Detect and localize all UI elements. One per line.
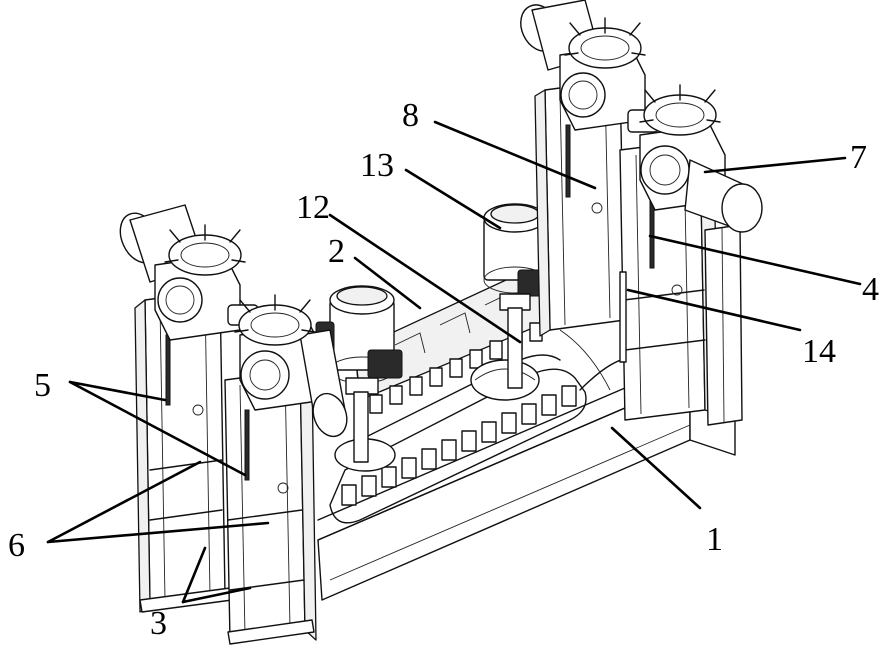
leader-13	[406, 170, 500, 228]
callout-13: 13	[360, 147, 394, 184]
callout-1: 1	[706, 521, 723, 558]
callout-4: 4	[862, 271, 879, 308]
callout-5: 5	[34, 367, 51, 404]
callout-14: 14	[802, 333, 836, 370]
callout-8: 8	[402, 97, 419, 134]
callout-12: 12	[296, 189, 330, 226]
callout-7: 7	[850, 139, 867, 176]
leader-7	[705, 158, 845, 172]
right-actuator-front	[640, 85, 762, 232]
callout-3: 3	[150, 605, 167, 642]
callout-6: 6	[8, 527, 25, 564]
right-sprocket	[471, 360, 539, 400]
callout-2: 2	[328, 233, 345, 270]
left-actuator-rear	[113, 205, 258, 340]
left-gate-inner	[225, 370, 316, 644]
